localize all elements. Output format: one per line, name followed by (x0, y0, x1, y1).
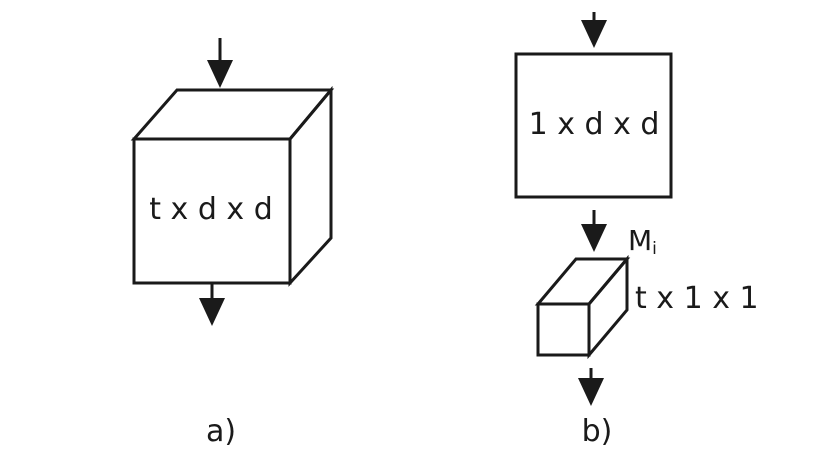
square-dimension-label: 1 x d x d (529, 107, 660, 142)
panel-a: t x d x d a) (130, 38, 335, 449)
prism-top-face (534, 257, 631, 306)
output-arrow-icon (199, 283, 225, 326)
square-block (514, 52, 673, 199)
panel-b-caption: b) (582, 414, 613, 449)
panel-b: 1 x d x d Mi t x 1 x 1 b) (514, 12, 759, 449)
cube-dimension-label: t x d x d (149, 192, 273, 227)
panel-a-caption: a) (206, 414, 236, 449)
cube-block (130, 85, 335, 287)
cube-side-face (288, 85, 333, 287)
output-arrow-icon (578, 368, 604, 406)
prism-block (534, 254, 631, 360)
input-arrow-icon (581, 12, 607, 48)
prism-dimension-label: t x 1 x 1 (635, 281, 759, 316)
cube-top-face (130, 88, 335, 141)
input-arrow-icon (207, 38, 233, 88)
module-label: Mi (628, 224, 657, 259)
prism-front-face (536, 302, 591, 357)
prism-side-face (587, 254, 629, 360)
middle-arrow-icon (581, 210, 607, 252)
